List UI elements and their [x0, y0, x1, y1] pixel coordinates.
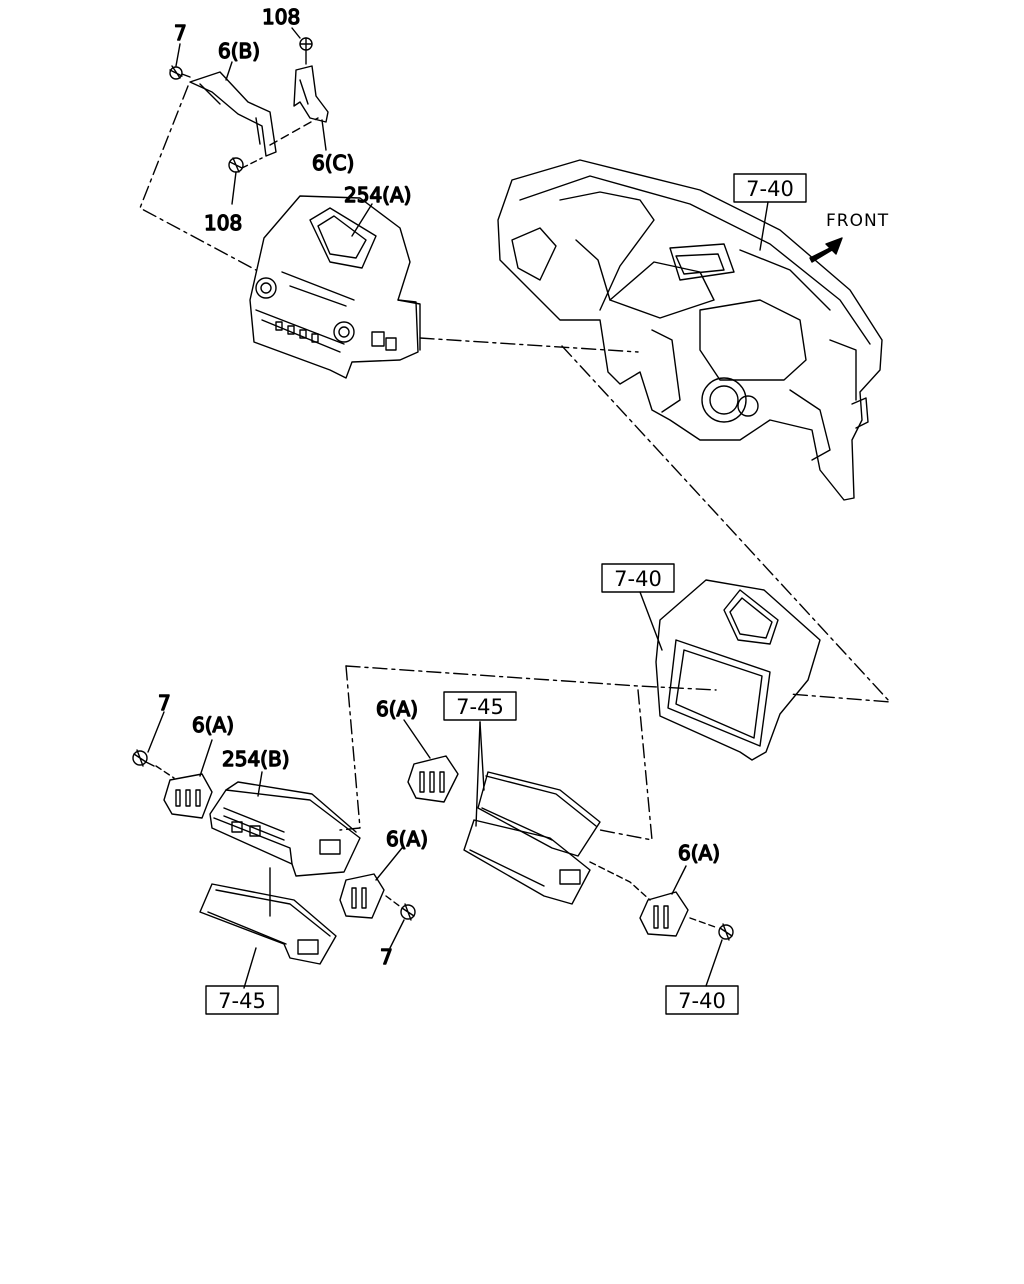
callout-7-lower-center: 7	[380, 945, 393, 969]
bracket-dash-line	[269, 117, 319, 146]
leader-7-lower-left	[147, 711, 165, 753]
ref-745-bot: 7-45	[218, 989, 266, 1013]
ref-740-bot: 7-40	[678, 989, 726, 1013]
front-arrow	[809, 237, 843, 263]
leader-6a-4	[671, 865, 687, 895]
leader-745-mid-b	[475, 721, 481, 827]
leader-108-lower	[231, 171, 237, 205]
assembly-line-3	[561, 345, 891, 703]
screw-7-lower-left	[132, 749, 155, 767]
leader-7-lower-center	[389, 919, 405, 949]
callout-6c: 6(C)	[312, 151, 354, 175]
callout-108-top: 108	[262, 5, 300, 29]
bracket-6c	[293, 65, 329, 123]
ref-740-top: 7-40	[746, 177, 794, 201]
screw-dash	[155, 765, 175, 779]
callout-6b: 6(B)	[218, 39, 260, 63]
callout-6a-upper: 6(A)	[376, 697, 418, 721]
leader-740-top	[759, 201, 769, 251]
callout-254b: 254(B)	[222, 747, 290, 771]
leader-745-mid-a	[479, 721, 485, 791]
pocket-tray-left	[199, 883, 337, 965]
callout-7-top: 7	[174, 21, 187, 45]
ref-box-745-bot: 7-45	[205, 985, 279, 1015]
leader-254b	[257, 771, 263, 797]
ref-740-mid: 7-40	[614, 567, 662, 591]
bracket-6a-right	[639, 891, 689, 937]
assembly-line-6	[599, 689, 653, 841]
head-unit-254a	[249, 195, 421, 379]
leader-108-top	[291, 27, 301, 39]
callout-6a-center: 6(A)	[386, 827, 428, 851]
leader-740-mid	[639, 591, 663, 651]
callout-108-lower: 108	[204, 211, 242, 235]
center-facia-panel	[655, 579, 821, 761]
bracket-6a-upper	[407, 755, 459, 803]
screw-7-top	[169, 65, 191, 80]
leader-7-top	[175, 43, 181, 67]
leader-740-bot	[705, 939, 723, 987]
dashboard-panel	[497, 159, 883, 501]
assembly-line-5	[339, 665, 361, 831]
callout-254a: 254(A)	[344, 183, 411, 207]
leader-6a-2	[375, 847, 403, 881]
leader-745-bot	[243, 947, 257, 989]
ref-box-740-top: 7-40	[733, 173, 807, 203]
callout-6a-right: 6(A)	[678, 841, 720, 865]
tray-dash	[589, 861, 651, 901]
bracket-6a-left	[163, 773, 213, 819]
bracket-6a-center	[339, 873, 385, 919]
ref-box-745-mid: 7-45	[443, 691, 517, 721]
assembly-line-1	[139, 85, 257, 271]
head-unit-254b	[209, 781, 361, 877]
screw-7-lower-center	[385, 895, 416, 921]
callout-6a-left: 6(A)	[192, 713, 234, 737]
pocket-tray-mid	[463, 771, 601, 905]
leader-6b	[225, 61, 233, 81]
callout-7-lower-left: 7	[158, 691, 171, 715]
leader-6a-3	[403, 719, 431, 759]
leader-6c	[321, 119, 327, 151]
leader-6a-1	[199, 739, 213, 777]
screw-right	[689, 917, 734, 941]
front-label: FRONT	[826, 211, 889, 231]
screw-108-top	[299, 37, 313, 65]
screw-108-lower	[228, 157, 263, 173]
leader-254a	[351, 203, 373, 237]
assembly-line-2	[419, 337, 639, 353]
bracket-6b	[189, 71, 277, 157]
ref-745-mid: 7-45	[456, 695, 504, 719]
assembly-line-4	[345, 665, 717, 691]
ref-box-740-mid: 7-40	[601, 563, 675, 593]
ref-box-740-bot: 7-40	[665, 985, 739, 1015]
